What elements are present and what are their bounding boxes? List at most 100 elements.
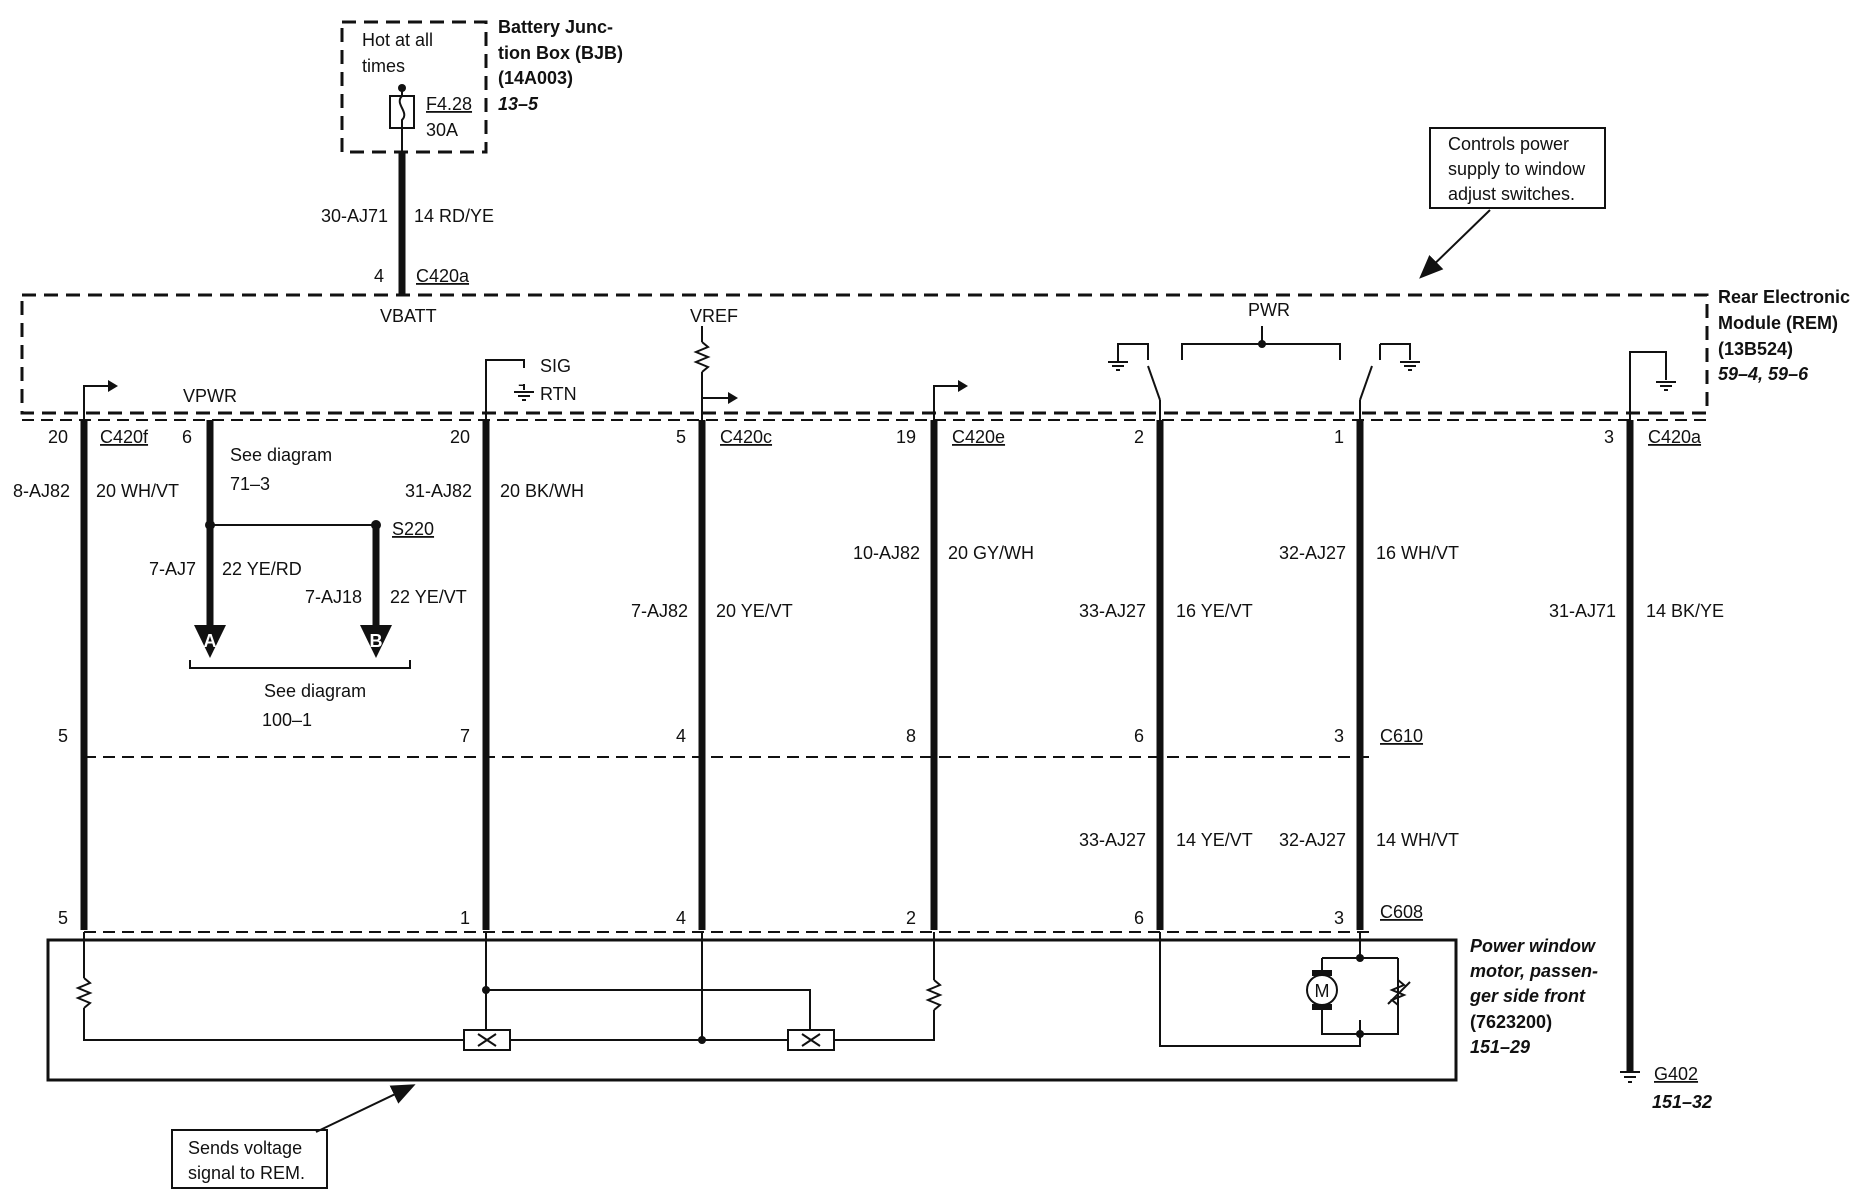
rem-vbatt-label: VBATT — [380, 306, 437, 326]
c610-pin-4: 4 — [676, 726, 686, 746]
a-color: 22 YE/RD — [222, 559, 302, 579]
see-diagram-1-ref: 71–3 — [230, 474, 270, 494]
w7-circuit: 32-AJ27 — [1279, 543, 1346, 563]
feed-circuit: 30-AJ71 — [321, 206, 388, 226]
lower-w6-color: 14 YE/VT — [1176, 830, 1253, 850]
a-circuit: 7-AJ7 — [149, 559, 196, 579]
w8-circuit: 31-AJ71 — [1549, 601, 1616, 621]
feed-pin: 4 — [374, 266, 384, 286]
power-window-motor: Power window motor, passen- ger side fro… — [46, 932, 1598, 1082]
see-diagram-2-ref: 100–1 — [262, 710, 312, 730]
vref-resistor-icon — [693, 341, 711, 373]
feed-wire: 30-AJ71 14 RD/YE 4 C420a — [321, 128, 494, 295]
c608-pin-2: 2 — [906, 908, 916, 928]
callout-top-line-1: Controls power — [1448, 134, 1569, 154]
rem-ref: 59–4, 59–6 — [1718, 364, 1809, 384]
module-ground-icon — [1656, 381, 1676, 391]
pin-3: 3 — [1604, 427, 1614, 447]
lower-w7-color: 14 WH/VT — [1376, 830, 1459, 850]
bjb-ref: 13–5 — [498, 94, 539, 114]
w6-circuit: 33-AJ27 — [1079, 601, 1146, 621]
w6-color: 16 YE/VT — [1176, 601, 1253, 621]
c608-pin-6: 6 — [1134, 908, 1144, 928]
w4-circuit: 7-AJ82 — [631, 601, 688, 621]
fuse-id: F4.28 — [426, 94, 472, 114]
connector-c420f: C420f — [100, 427, 149, 447]
callout-bottom-line-2: signal to REM. — [188, 1163, 305, 1183]
motor-title-1: Power window — [1470, 936, 1596, 956]
b-color: 22 YE/VT — [390, 587, 467, 607]
rtn-ground-icon — [514, 391, 534, 401]
bjb-title-1: Battery Junc- — [498, 17, 613, 37]
rem-title-1: Rear Electronic — [1718, 287, 1850, 307]
lower-w7-circuit: 32-AJ27 — [1279, 830, 1346, 850]
c610-pin-3: 3 — [1334, 726, 1344, 746]
c608-pin-1: 1 — [460, 908, 470, 928]
sig-symbol: - — [518, 374, 524, 394]
lower-w6-circuit: 33-AJ27 — [1079, 830, 1146, 850]
motor-ref: 151–29 — [1470, 1037, 1530, 1057]
connector-c420-row: 20 C420f 6 20 5 C420c 19 C420e 2 1 3 C42… — [22, 419, 1707, 447]
c610-pin-8: 8 — [906, 726, 916, 746]
callout-top: Controls power supply to window adjust s… — [1419, 127, 1606, 279]
callout-bottom-box — [171, 1129, 328, 1189]
connector-c608-label: C608 — [1380, 902, 1423, 922]
ground-g402: G402 151–32 — [1620, 1064, 1712, 1112]
c610-pin-5: 5 — [58, 726, 68, 746]
c610-pin-6: 6 — [1134, 726, 1144, 746]
see-diagram-2-bracket — [189, 660, 411, 669]
bjb-title-3: (14A003) — [498, 68, 573, 88]
rem-vpwr-label: VPWR — [183, 386, 237, 406]
see-diagram-1: See diagram — [230, 445, 332, 465]
rem-vref-label: VREF — [690, 306, 738, 326]
connector-a-label: A — [204, 631, 217, 651]
bjb-hot-label-1: Hot at all — [362, 30, 433, 50]
signal-flag-icon — [728, 392, 738, 404]
motor-title-3: ger side front — [1469, 986, 1586, 1006]
callout-top-line-3: adjust switches. — [1448, 184, 1575, 204]
switch-ground-icon — [1108, 361, 1128, 371]
connector-c420e: C420e — [952, 427, 1005, 447]
relay-switch-right — [1359, 365, 1373, 401]
pin-6: 6 — [182, 427, 192, 447]
bjb-hot-label-2: times — [362, 56, 405, 76]
w1-circuit: 8-AJ82 — [13, 481, 70, 501]
w5-color: 20 GY/WH — [948, 543, 1034, 563]
s220-splice-dot — [371, 520, 381, 530]
callout-bottom-line-1: Sends voltage — [188, 1138, 302, 1158]
w8-color: 14 BK/YE — [1646, 601, 1724, 621]
callout-bottom: Sends voltage signal to REM. — [171, 1084, 416, 1189]
c610-pin-7: 7 — [460, 726, 470, 746]
connector-c610: 5 7 4 8 6 3 C610 — [58, 726, 1423, 758]
w1-color: 20 WH/VT — [96, 481, 179, 501]
bjb-title-2: tion Box (BJB) — [498, 43, 623, 63]
rem-pwr-label: PWR — [1248, 300, 1290, 320]
see-diagram-2: See diagram — [264, 681, 366, 701]
b-circuit: 7-AJ18 — [305, 587, 362, 607]
pin-20a: 20 — [48, 427, 68, 447]
motor-resistor-left-icon — [75, 977, 93, 1009]
rem-rtn-label: RTN — [540, 384, 577, 404]
w4-color: 20 YE/VT — [716, 601, 793, 621]
switch-ground-icon — [1400, 361, 1420, 371]
vpwr-branch: See diagram 71–3 S220 7-AJ7 22 YE/RD 7-A… — [149, 445, 467, 730]
pin-5: 5 — [676, 427, 686, 447]
connector-a-arrow-icon — [194, 625, 226, 658]
rear-electronic-module: Rear Electronic Module (REM) (13B524) 59… — [20, 287, 1850, 420]
ground-id: G402 — [1654, 1064, 1698, 1084]
rem-sig-label: SIG — [540, 356, 571, 376]
pwr-bus — [1181, 343, 1341, 360]
fuse-rating: 30A — [426, 120, 458, 140]
connector-b-arrow-icon — [360, 625, 392, 658]
motor-symbol: M — [1315, 981, 1330, 1001]
motor-icon — [1306, 974, 1338, 1006]
callout-top-line-2: supply to window — [1448, 159, 1586, 179]
motor-node-dot — [1356, 1030, 1364, 1038]
ground-ref: 151–32 — [1652, 1092, 1712, 1112]
sig-bracket — [485, 359, 525, 420]
signal-flag-icon — [108, 380, 118, 392]
motor-node-dot — [698, 1036, 706, 1044]
callout-top-box — [1429, 127, 1606, 209]
bjb-outline — [340, 20, 488, 154]
